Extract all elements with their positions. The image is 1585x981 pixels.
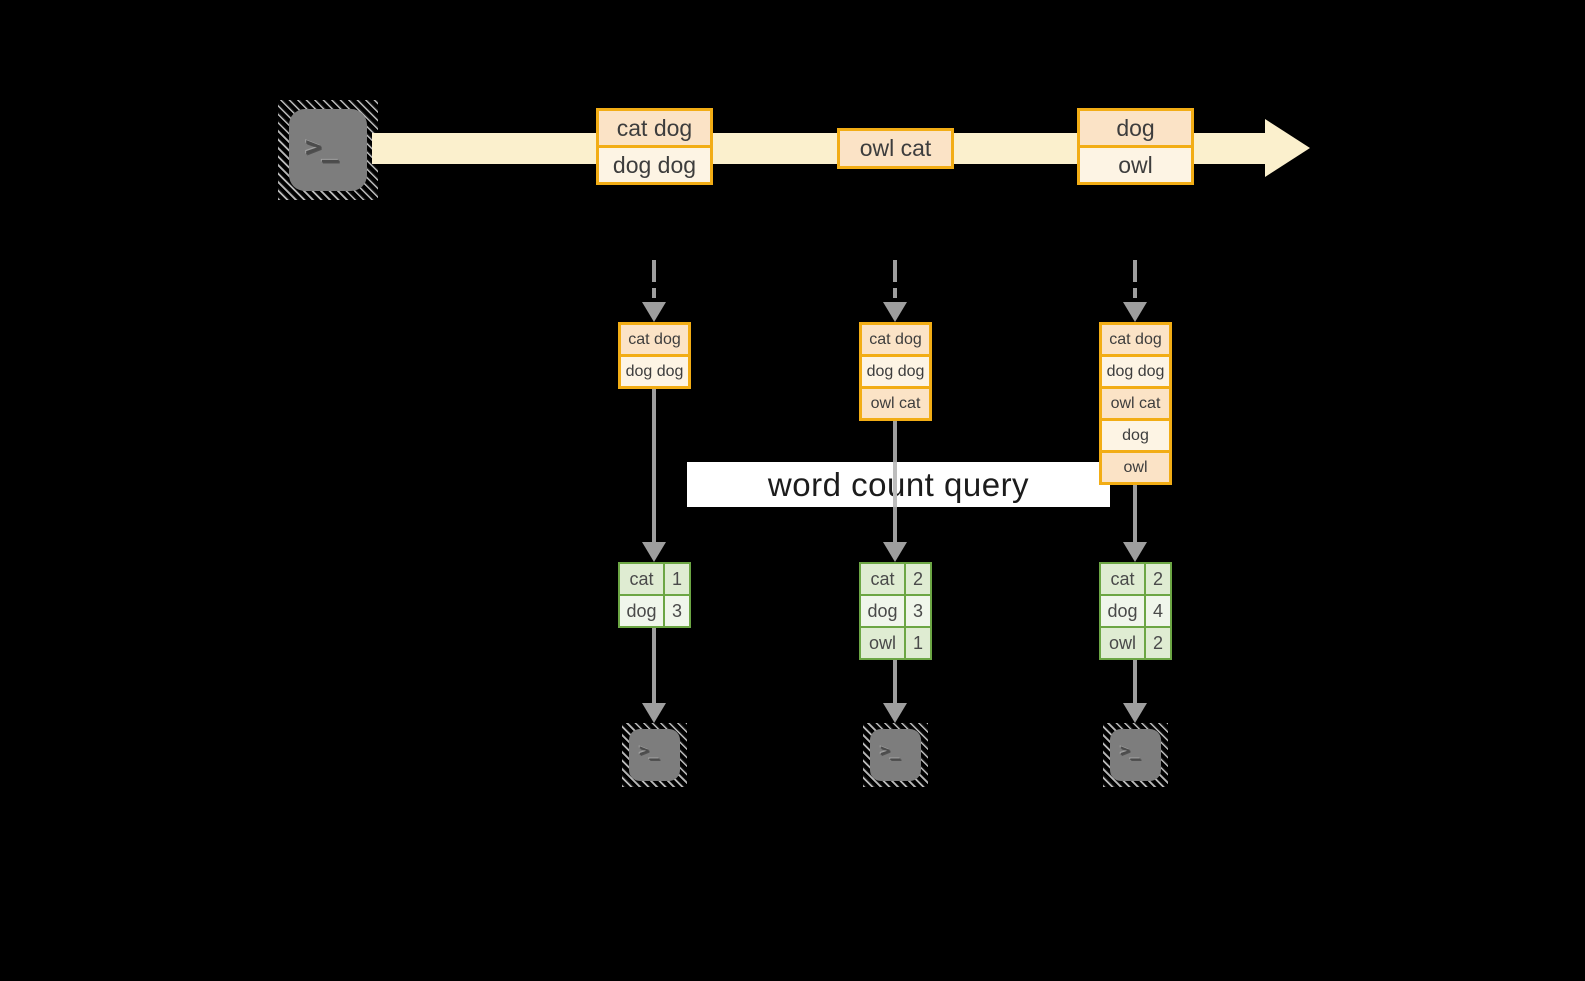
terminal-screen: >_ xyxy=(1110,729,1161,781)
word-cell: cat xyxy=(1099,562,1146,596)
flow-arrowhead-icon xyxy=(1123,703,1147,723)
window-row: dog xyxy=(1099,418,1172,453)
wordcount-table: cat 1 dog 3 xyxy=(618,562,691,628)
flow-arrow xyxy=(893,660,897,703)
count-cell: 4 xyxy=(1144,594,1172,628)
query-banner-label: word count query xyxy=(767,465,1030,503)
window-row: dog dog xyxy=(859,354,932,389)
count-cell: 3 xyxy=(663,594,691,628)
word-cell: cat xyxy=(618,562,665,596)
count-row: owl 1 xyxy=(859,626,932,660)
terminal-prompt-icon: >_ xyxy=(1120,741,1141,761)
dashed-arrow-icon xyxy=(642,260,666,322)
word-cell: dog xyxy=(859,594,906,628)
stream-event: cat dog xyxy=(596,108,713,148)
terminal-screen: >_ xyxy=(629,729,680,781)
flow-arrow xyxy=(1133,478,1137,542)
count-row: cat 2 xyxy=(1099,562,1172,596)
word-cell: dog xyxy=(618,594,665,628)
word-cell: owl xyxy=(1099,626,1146,660)
flow-arrowhead-icon xyxy=(642,542,666,562)
window-row: dog dog xyxy=(618,354,691,389)
count-cell: 1 xyxy=(663,562,691,596)
flow-arrowhead-icon xyxy=(1123,542,1147,562)
stream-event: dog dog xyxy=(596,145,713,185)
window-row: owl xyxy=(1099,450,1172,485)
count-cell: 2 xyxy=(904,562,932,596)
stream-event: dog xyxy=(1077,108,1194,148)
count-row: cat 1 xyxy=(618,562,691,596)
word-cell: dog xyxy=(1099,594,1146,628)
stream-arrowhead-icon xyxy=(1265,119,1310,177)
terminal-screen: >_ xyxy=(870,729,921,781)
count-row: cat 2 xyxy=(859,562,932,596)
flow-arrow xyxy=(1133,660,1137,703)
stream-event: owl xyxy=(1077,145,1194,185)
stream-event-group: owl cat xyxy=(837,128,954,169)
flow-arrow-over-banner xyxy=(893,462,897,507)
terminal-screen: >_ xyxy=(289,109,367,191)
flow-arrowhead-icon xyxy=(883,703,907,723)
flow-arrow xyxy=(652,383,656,542)
window-row: dog dog xyxy=(1099,354,1172,389)
terminal-prompt-icon: >_ xyxy=(880,741,901,761)
count-cell: 1 xyxy=(904,626,932,660)
terminal-icon: >_ xyxy=(278,100,378,200)
wordcount-table: cat 2 dog 4 owl 2 xyxy=(1099,562,1172,660)
window-row: owl cat xyxy=(859,386,932,421)
stream-event: owl cat xyxy=(837,128,954,169)
word-cell: owl xyxy=(859,626,906,660)
word-cell: cat xyxy=(859,562,906,596)
flow-arrow xyxy=(652,628,656,703)
terminal-icon: >_ xyxy=(863,723,928,787)
window-row: cat dog xyxy=(859,322,932,357)
terminal-icon: >_ xyxy=(622,723,687,787)
count-cell: 2 xyxy=(1144,562,1172,596)
count-cell: 2 xyxy=(1144,626,1172,660)
dashed-arrow-icon xyxy=(1123,260,1147,322)
query-banner: word count query xyxy=(687,462,1110,507)
terminal-prompt-icon: >_ xyxy=(305,130,339,163)
count-row: dog 3 xyxy=(859,594,932,628)
terminal-icon: >_ xyxy=(1103,723,1168,787)
window-stack: cat dog dog dog owl cat dog owl xyxy=(1099,322,1172,485)
stream-event-group: cat dog dog dog xyxy=(596,108,713,185)
count-row: dog 3 xyxy=(618,594,691,628)
stream-event-group: dog owl xyxy=(1077,108,1194,185)
window-row: owl cat xyxy=(1099,386,1172,421)
count-row: owl 2 xyxy=(1099,626,1172,660)
flow-arrowhead-icon xyxy=(883,542,907,562)
flow-arrowhead-icon xyxy=(642,703,666,723)
dashed-arrow-icon xyxy=(883,260,907,322)
count-cell: 3 xyxy=(904,594,932,628)
window-row: cat dog xyxy=(1099,322,1172,357)
window-row: cat dog xyxy=(618,322,691,357)
window-stack: cat dog dog dog xyxy=(618,322,691,389)
count-row: dog 4 xyxy=(1099,594,1172,628)
wordcount-table: cat 2 dog 3 owl 1 xyxy=(859,562,932,660)
terminal-prompt-icon: >_ xyxy=(639,741,660,761)
window-stack: cat dog dog dog owl cat xyxy=(859,322,932,421)
